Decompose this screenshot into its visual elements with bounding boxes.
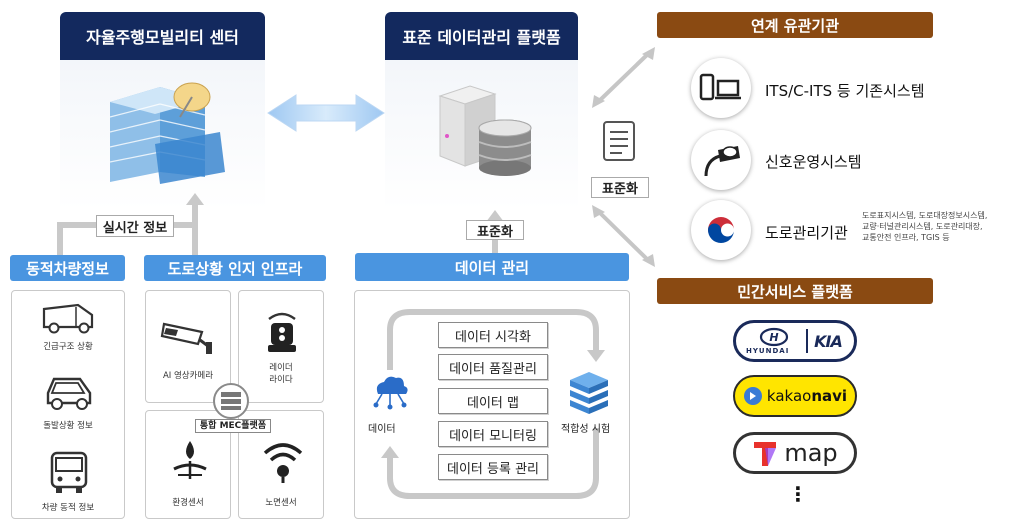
- cloud-data-icon: [373, 376, 408, 410]
- mec-hub-icon: [213, 383, 249, 419]
- agency-signal-label: 신호운영시스템: [765, 153, 862, 171]
- server-stack-icon: [570, 372, 608, 414]
- road-env-label: 환경센서: [172, 498, 204, 508]
- agency-road-note: 도로표지시스템, 도로대장정보시스템, 교량·터널관리시스템, 도로관리대장, …: [862, 211, 988, 242]
- data-mgmt-title: 데이터 관리: [355, 253, 629, 281]
- platform-title: 표준 데이터관리 플랫폼: [385, 12, 578, 60]
- road-camera-label: AI 영상카메라: [162, 371, 214, 381]
- vehicle-dynamic-label: 차량 동적 정보: [41, 503, 95, 513]
- cctv-camera-icon: [160, 322, 212, 354]
- data-right-label: 적합성 시험: [561, 424, 611, 435]
- road-title: 도로상황 인지 인프라: [144, 255, 326, 281]
- road-radar-label-2: 라이다: [269, 375, 293, 385]
- vehicle-panel: 긴급구조 상황 돌발상황 정보 차량 동적 정보: [11, 290, 125, 519]
- road-radar-label-1: 레이더: [269, 363, 293, 373]
- vehicle-emergency-label: 긴급구조 상황: [43, 342, 93, 352]
- data-center-building-icon: [109, 82, 225, 184]
- data-monitoring-item: 데이터 모니터링: [438, 421, 548, 447]
- vehicle-incident-label: 돌발상황 정보: [43, 421, 93, 431]
- svg-text:H: H: [770, 331, 779, 344]
- car-icon: [46, 377, 92, 410]
- kakaonavi-logo: kakaonavi: [733, 375, 857, 417]
- road-sensor-icon: [263, 443, 303, 483]
- ambulance-icon: [42, 303, 94, 334]
- tmap-logo: map: [733, 432, 857, 474]
- data-visualization-item: 데이터 시각화: [438, 322, 548, 348]
- road-surface-label: 노면센서: [265, 498, 297, 508]
- road-cell-radar: 레이더 라이다: [238, 290, 324, 403]
- traffic-signal-icon: [691, 130, 751, 190]
- road-cell-camera: AI 영상카메라: [145, 290, 231, 403]
- kakaonavi-logo-icon: [743, 387, 762, 405]
- data-quality-item: 데이터 품질관리: [438, 354, 548, 380]
- agencies-title: 연계 유관기관: [657, 12, 933, 38]
- center-title: 자율주행모빌리티 센터: [60, 12, 265, 60]
- data-registration-item: 데이터 등록 관리: [438, 454, 548, 480]
- bus-icon: [50, 451, 88, 493]
- data-left-label: 데이터: [368, 424, 396, 435]
- radar-lidar-icon: [268, 312, 296, 352]
- more-indicator: ⋮: [788, 482, 808, 506]
- kia-logo-icon: KIA: [814, 331, 843, 351]
- tmap-logo-icon: [754, 442, 777, 466]
- document-list-icon: [603, 121, 635, 161]
- agency-road-label: 도로관리기관: [765, 224, 848, 242]
- mec-platform-label: 통합 MEC플랫폼: [195, 419, 271, 433]
- realtime-info-tag: 실시간 정보: [96, 215, 174, 237]
- data-mgmt-cycle-arrows: [381, 309, 605, 499]
- agency-its-label: ITS/C-ITS 등 기존시스템: [765, 82, 925, 100]
- taegeuk-icon: [691, 200, 751, 260]
- environment-sensor-icon: [173, 441, 207, 479]
- standardize-tag-center: 표준화: [466, 220, 524, 240]
- server-database-icon: [438, 85, 532, 176]
- private-title: 민간서비스 플랫폼: [657, 278, 933, 304]
- phone-laptop-icon: [691, 58, 751, 118]
- hyundai-kia-logo: H HYUNDAI KIA: [733, 320, 857, 362]
- hyundai-logo-icon: H: [760, 327, 789, 347]
- data-map-item: 데이터 맵: [438, 388, 548, 414]
- standardize-tag-right: 표준화: [591, 177, 649, 198]
- vehicle-title: 동적차량정보: [10, 255, 125, 281]
